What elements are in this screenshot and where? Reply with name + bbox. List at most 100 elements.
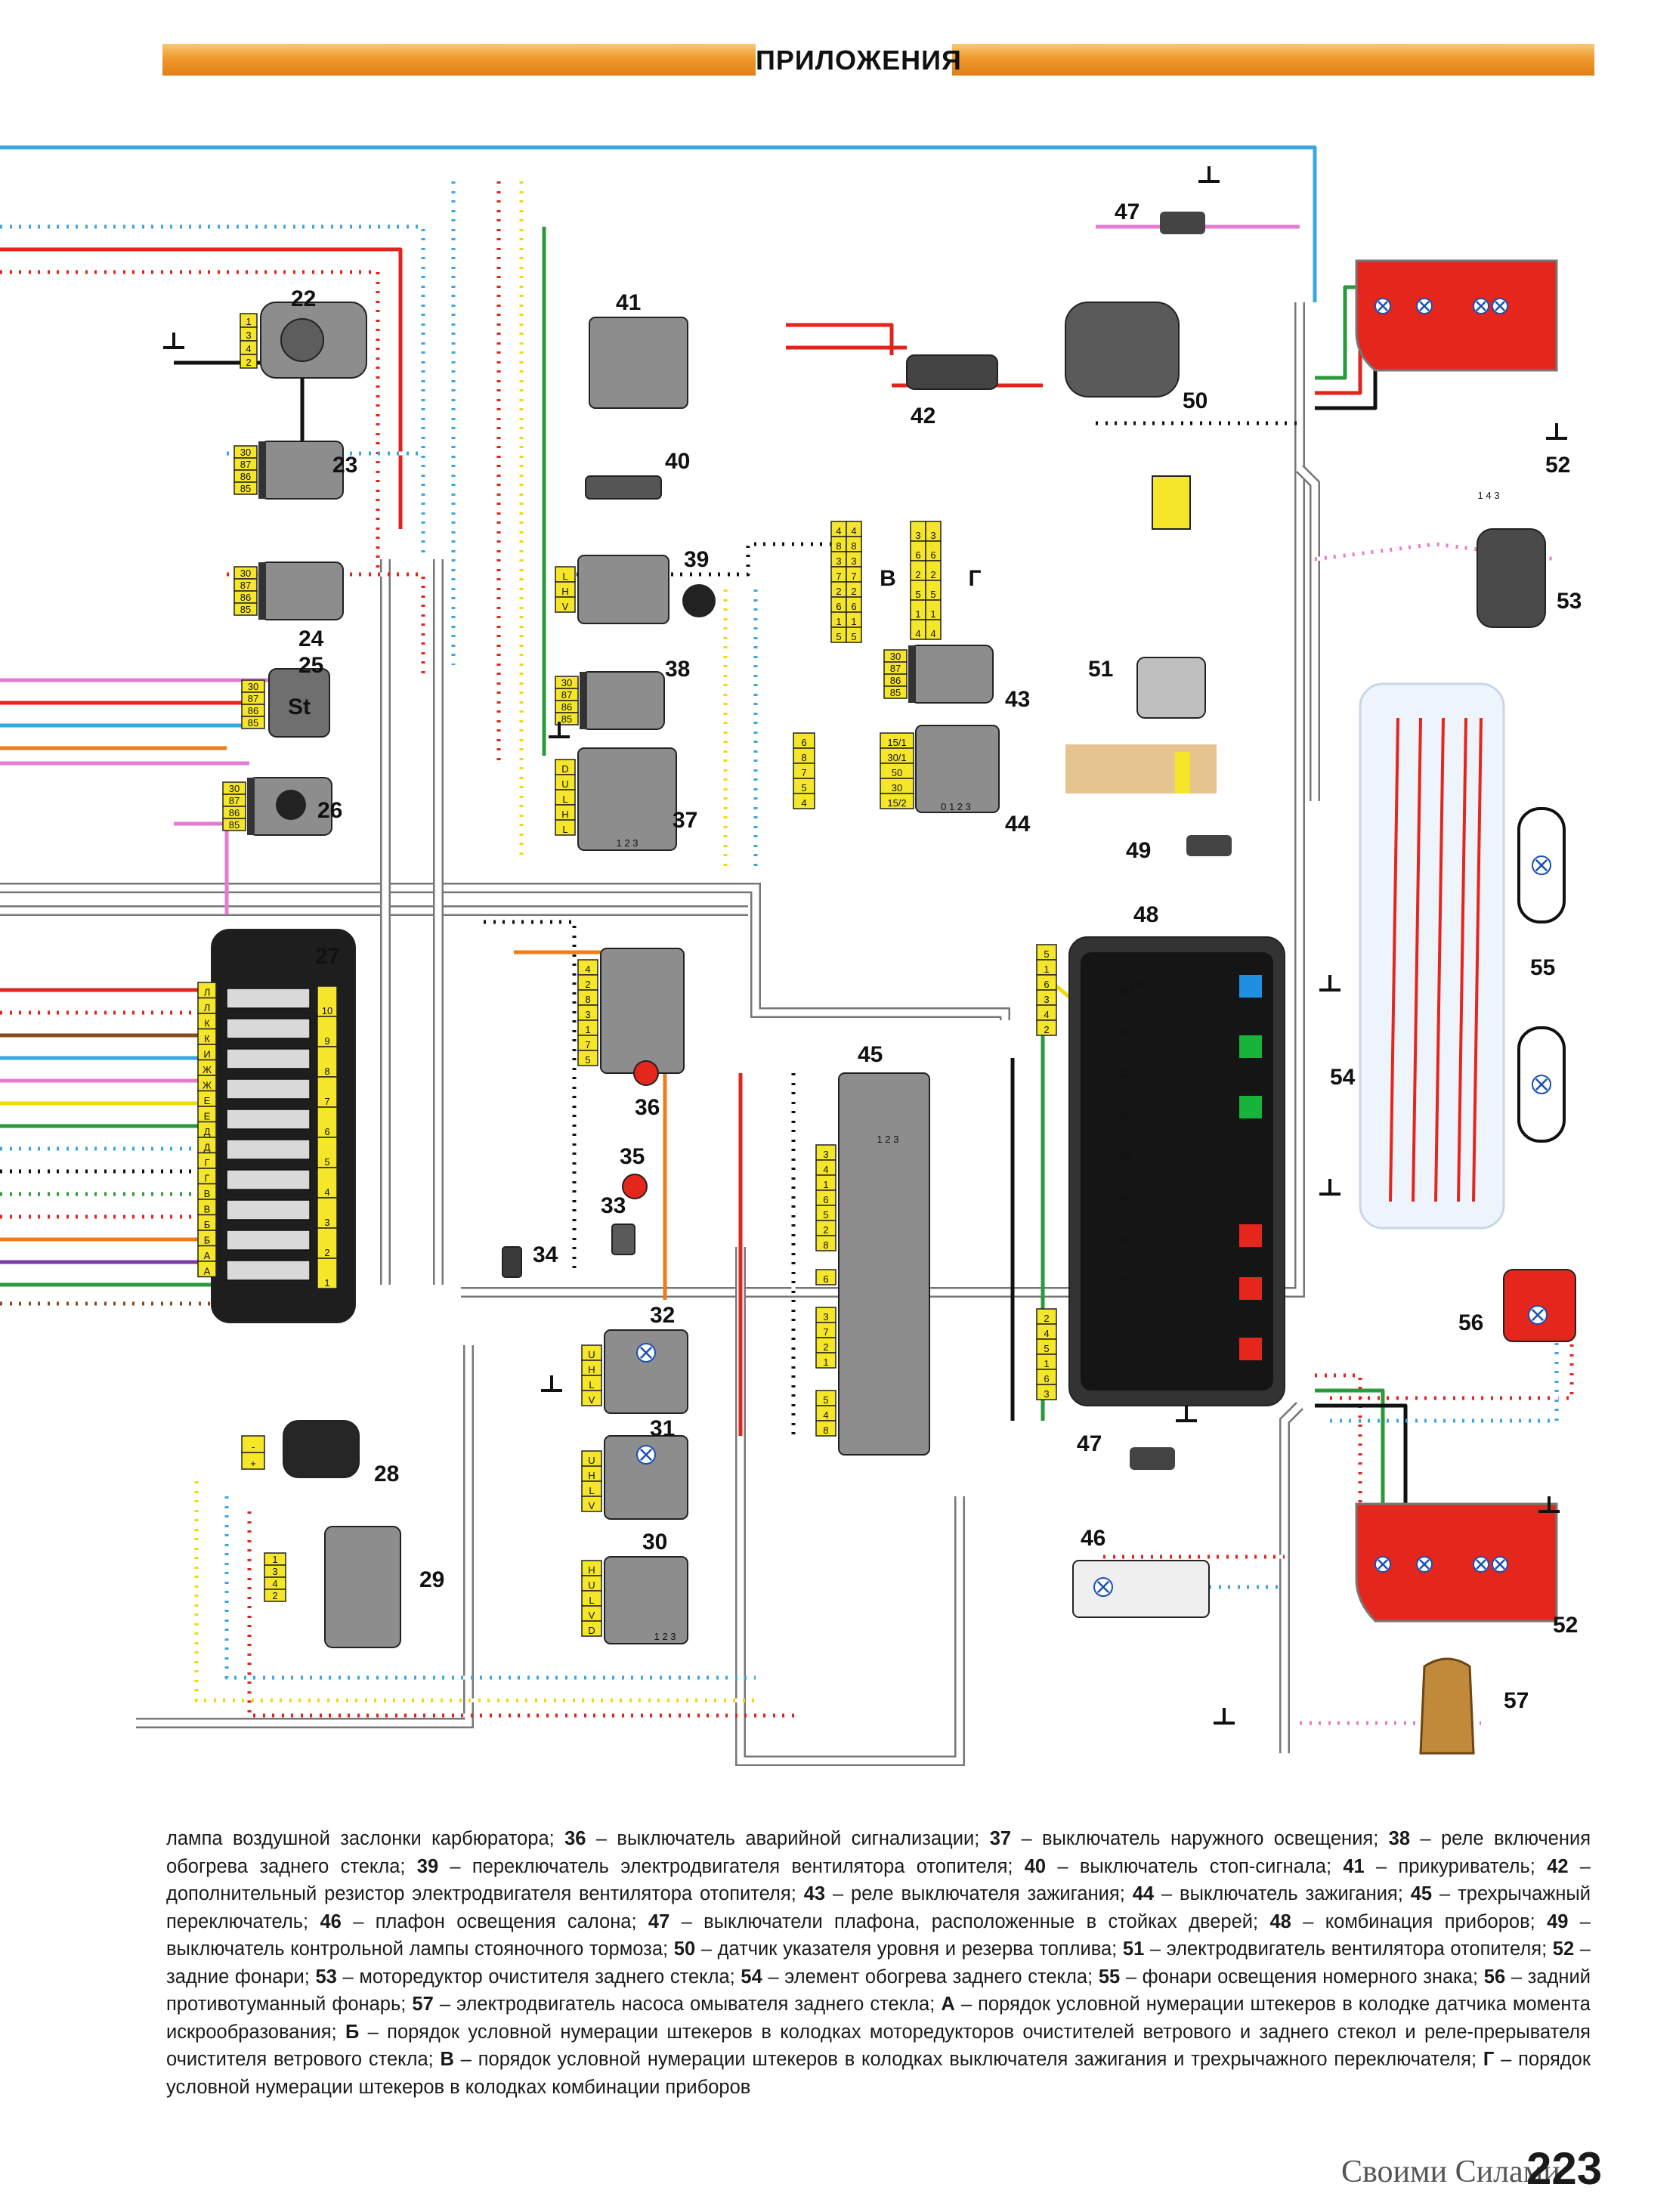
fuse-numbers-pin-5: 5 xyxy=(324,1156,329,1168)
c29-pin-0: 1 xyxy=(272,1554,277,1565)
c38-body xyxy=(580,671,665,730)
wire-stripe xyxy=(484,920,577,1270)
block-g2-pin-0: 3 xyxy=(930,530,935,541)
ground-symbol xyxy=(1176,1406,1197,1422)
fuse-letters-pin-box xyxy=(197,1261,217,1278)
fuse-0 xyxy=(226,988,311,1009)
rear-wiper-connector: 1 4 3 xyxy=(1478,490,1500,501)
c26-pin-0: 30 xyxy=(229,783,240,794)
c44-pin-box xyxy=(880,793,914,809)
cluster-red-lamp-1 xyxy=(1239,1277,1262,1300)
c29-pin-box xyxy=(264,1589,286,1602)
wiper-motor-rotor xyxy=(280,318,324,362)
c45-low-pin-2: 2 xyxy=(823,1341,828,1353)
speedometer-tick-0: 20 xyxy=(1121,1276,1131,1287)
c45-low-pin-1: 7 xyxy=(823,1326,828,1338)
fuse-8 xyxy=(226,1230,311,1251)
component-28-body xyxy=(283,1420,360,1478)
caption-text-11: – плафон освещения салона; xyxy=(341,1910,648,1932)
caption-ref-18: 53 xyxy=(315,1966,337,1988)
wire-3 xyxy=(0,678,274,710)
caption-text-9: – выключатель зажигания; xyxy=(1154,1883,1411,1904)
caption-ref-13: 48 xyxy=(1269,1910,1291,1932)
component-layer: 1342223087868523308786852430878685St2530… xyxy=(163,166,1582,1755)
c44-pin-3: 30 xyxy=(892,782,902,794)
caption-ref-5: 40 xyxy=(1024,1855,1047,1877)
c48-top-pin-5: 2 xyxy=(1044,1024,1049,1035)
c36-pin-6: 5 xyxy=(585,1054,590,1066)
harness-bundle-inner xyxy=(1297,466,1319,801)
c25-pin-3: 85 xyxy=(248,717,258,729)
heater-fan-icon xyxy=(682,584,716,617)
wire-56 xyxy=(484,920,577,1270)
c48-bottom-pin-2: 5 xyxy=(1044,1343,1049,1354)
fuse-letters-pin-10: Д xyxy=(204,1142,211,1153)
washer-pump-body xyxy=(1419,1657,1475,1755)
c48-top-pin-3: 3 xyxy=(1044,994,1049,1005)
c45-top-pin-6: 8 xyxy=(823,1239,828,1251)
component-label-40: 40 xyxy=(665,449,690,474)
c22-pin-3: 2 xyxy=(246,357,251,368)
c22-pin-2: 4 xyxy=(246,343,251,354)
component-label-30: 30 xyxy=(642,1530,667,1555)
component-label-52: 52 xyxy=(1545,453,1570,478)
stop-switch-body xyxy=(585,475,662,500)
block-g-pin-0: 3 xyxy=(915,530,920,541)
fuse-letters-pin-18: А xyxy=(204,1266,211,1277)
fuse-numbers-pin-box xyxy=(317,1167,338,1199)
ground-symbol xyxy=(541,1375,562,1392)
c48-bottom-pin-5: 3 xyxy=(1044,1388,1049,1400)
fuse-letters-pin-6: Ж xyxy=(203,1080,212,1091)
c38-pin-3: 85 xyxy=(561,713,572,725)
figure-caption: лампа воздушной заслонки карбюратора; 36… xyxy=(166,1825,1591,2101)
c30-pin-1: U xyxy=(588,1579,595,1591)
caption-ref-19: 54 xyxy=(741,1966,762,1988)
c26-pin-box xyxy=(222,818,246,831)
c36-pin-0: 4 xyxy=(585,964,590,975)
component-label-38: 38 xyxy=(665,657,690,682)
dome-lamp-body xyxy=(1072,1560,1210,1618)
block-v-pin-3: 7 xyxy=(836,571,841,582)
c44-pin-0: 15/1 xyxy=(887,737,906,748)
c26-pin-1: 87 xyxy=(229,795,240,806)
c45-bottom-pin-0: 5 xyxy=(823,1394,828,1406)
block-v2-pin-4: 2 xyxy=(851,586,856,597)
wire-52 xyxy=(174,821,229,914)
c43-pin-0: 30 xyxy=(890,651,901,662)
component-label-57: 57 xyxy=(1504,1688,1529,1713)
switch-32-body xyxy=(604,1329,688,1414)
block-g2-pin-5: 4 xyxy=(930,628,935,639)
block-g2-pin-3: 5 xyxy=(930,589,935,600)
sensor-33-body xyxy=(611,1224,635,1255)
block-v-pin-4: 2 xyxy=(836,586,841,597)
gauge-115-label: 115 xyxy=(1130,977,1146,988)
speedometer-tick-7: 160 xyxy=(1118,985,1134,996)
caption-text-3: – реле включения обогрева заднего стекла… xyxy=(166,1828,1591,1877)
c37-pin-3: H xyxy=(561,809,568,820)
caption-ref-6: 41 xyxy=(1343,1855,1365,1877)
caption-ref-22: 57 xyxy=(412,1994,434,2015)
component-label-54: 54 xyxy=(1330,1065,1356,1090)
fuse-letters-pin-16: Б xyxy=(204,1235,211,1246)
c37-pin-4: L xyxy=(562,824,567,835)
caption-text-4: – переключатель электродвигателя вентиля… xyxy=(438,1855,1025,1877)
block-g-pin-5: 4 xyxy=(915,628,920,639)
c30-pin-box xyxy=(581,1620,602,1637)
starter-relay-badge: St xyxy=(288,695,311,719)
c24-pin-1: 87 xyxy=(240,580,251,591)
component-label-46: 46 xyxy=(1081,1526,1105,1551)
fuse-1 xyxy=(226,1018,311,1039)
component-label-29: 29 xyxy=(419,1567,444,1592)
component-label-56: 56 xyxy=(1458,1310,1483,1335)
switch-31-body xyxy=(604,1435,688,1520)
fuse-numbers-pin-2: 8 xyxy=(324,1066,329,1077)
ground-symbol xyxy=(1319,975,1340,992)
c48-top-pin-0: 5 xyxy=(1044,948,1049,960)
lamp-cross xyxy=(639,1346,653,1360)
c45-top-pin-3: 6 xyxy=(823,1194,828,1205)
lamp-cross xyxy=(1535,859,1548,872)
caption-text-16: – электродвигатель вентилятора отопителя… xyxy=(1144,1938,1553,1960)
wire-23 xyxy=(0,145,1317,302)
wire-stripe xyxy=(224,1496,756,1680)
c23-pin-2: 86 xyxy=(240,471,251,482)
